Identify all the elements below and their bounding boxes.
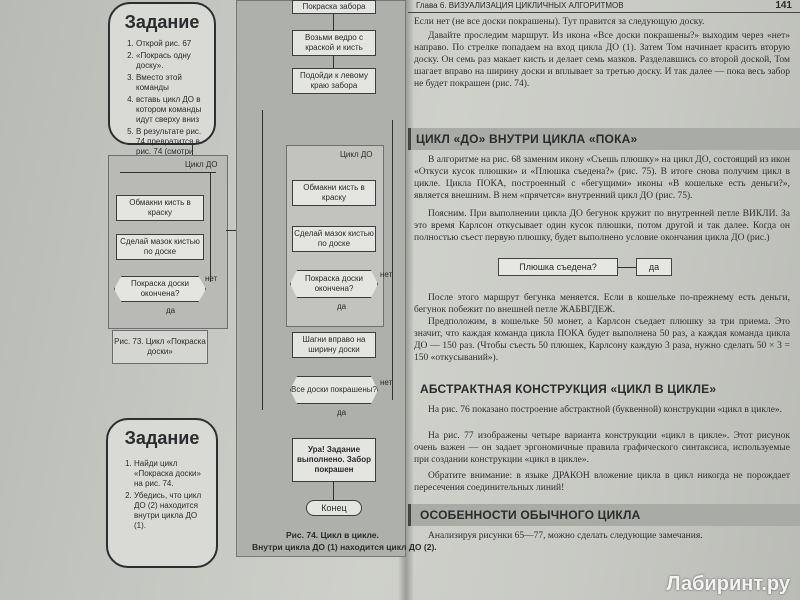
fig74-question-all: Все доски покрашены? [290, 376, 378, 404]
fig73-action-stroke: Сделай мазок кистью по доске [116, 234, 204, 260]
fig74-line [333, 482, 334, 500]
formula-answer: да [636, 258, 672, 276]
task-2-list: Найди цикл «Покраска доски» на рис. 74. … [134, 459, 208, 531]
fig74-action-approach: Подойди к левому краю забора [292, 68, 376, 94]
paragraph: Поясним. При выполнении цикла ДО бегунок… [414, 209, 790, 243]
fig74-line [333, 56, 334, 68]
fig73-question: Покраска доски окончена? [114, 276, 206, 302]
fig74-caption-2: Внутри цикла ДО (1) находится цикл ДО (2… [252, 542, 437, 552]
fig74-action-stroke: Сделай мазок кистью по доске [292, 226, 376, 252]
task-box-1: Задание Открой рис. 67 «Покрась одну дос… [108, 2, 216, 166]
fig74-line [333, 14, 334, 30]
paragraph: Давайте проследим маршрут. Из икона «Все… [414, 31, 790, 89]
fig73-cycle-label: Цикл ДО [185, 160, 218, 169]
paragraph: Обратите внимание: в языке ДРАКОН вложен… [414, 471, 790, 493]
section-bar [408, 128, 800, 150]
paragraph: После этого маршрут бегунка меняется. Ес… [414, 293, 790, 315]
fig74-outer-return-line [392, 120, 393, 400]
paragraph: Анализируя рисунки 65—77, можно сделать … [428, 531, 703, 541]
watermark-logo: Лабиринт.ру [666, 573, 790, 595]
section-heading-3: ОСОБЕННОСТИ ОБЫЧНОГО ЦИКЛА [420, 508, 641, 522]
formula-arrow [618, 267, 636, 268]
section-heading-1: ЦИКЛ «ДО» ВНУТРИ ЦИКЛА «ПОКА» [416, 132, 638, 146]
formula-question: Плюшка съедена? [498, 258, 618, 276]
task-2-item: Убедись, что цикл ДО (2) находится внутр… [134, 491, 208, 531]
fig74-outer-loop-line [262, 110, 263, 410]
task-1-title: Задание [124, 12, 200, 32]
task-1-item: вставь цикл ДО в котором команды идут св… [136, 95, 206, 125]
fig74-inner-label: Цикл ДО [340, 150, 373, 159]
paragraph: В алгоритме на рис. 68 заменим икону «Съ… [414, 155, 790, 201]
task-1-item: Открой рис. 67 [136, 39, 206, 49]
page-number: 141 [775, 0, 792, 11]
section-bar [408, 504, 800, 526]
fig74-question-board: Покраска доски окончена? [290, 270, 378, 298]
fig74-q1-no: нет [380, 270, 393, 279]
fig73-no-label: нет [205, 274, 218, 283]
page-header: Глава 6. ВИЗУАЛИЗАЦИЯ ЦИКЛИЧНЫХ АЛГОРИТМ… [408, 0, 800, 13]
fig74-q1-yes: да [337, 302, 347, 311]
chapter-title: Глава 6. ВИЗУАЛИЗАЦИЯ ЦИКЛИЧНЫХ АЛГОРИТМ… [416, 1, 624, 10]
fig74-action-done: Ура! Задание выполнено. Забор покрашен [292, 438, 376, 482]
section-heading-2: АБСТРАКТНАЯ КОНСТРУКЦИЯ «ЦИКЛ В ЦИКЛЕ» [420, 382, 717, 396]
arrow-line [192, 145, 193, 163]
task-2-item: Найди цикл «Покраска доски» на рис. 74. [134, 459, 208, 489]
task-2-title: Задание [124, 428, 200, 448]
task-1-list: Открой рис. 67 «Покрась одну доску». Вме… [136, 39, 206, 167]
fig74-q2-yes: да [337, 408, 347, 417]
task-1-item: Вместо этой команды [136, 73, 206, 93]
fig74-end: Конец [306, 500, 362, 516]
fig74-done-text: Ура! Задание выполнено. Забор покрашен [297, 445, 371, 474]
paragraph: Предположим, в кошельке 50 монет, а Карл… [414, 317, 790, 363]
task-1-item: «Покрась одну доску». [136, 51, 206, 71]
fig73-top-line [120, 172, 216, 173]
fig73-action-dip: Обмакни кисть в краску [116, 195, 204, 221]
paragraph: На рис. 77 изображены четыре варианта ко… [414, 431, 790, 465]
fig74-action-bucket: Возьми ведро с краской и кисть [292, 30, 376, 56]
task-box-2: Задание Найди цикл «Покраска доски» на р… [106, 418, 218, 568]
fig74-action-step: Шагни вправо на ширину доски [292, 332, 376, 358]
fig73-loop-line [210, 172, 211, 282]
paragraph: Если нет (не все доски покрашены). Тут п… [414, 17, 705, 27]
fig74-q2-no: нет [380, 378, 393, 387]
fig74-caption-1: Рис. 74. Цикл в цикле. [286, 530, 379, 540]
fig73-yes-label: да [166, 306, 176, 315]
paragraph: На рис. 76 показано построение абстрактн… [428, 405, 783, 415]
fig74-title: Покраска забора [292, 0, 376, 14]
fig74-action-dip: Обмакни кисть в краску [292, 180, 376, 206]
fig73-caption: Рис. 73. Цикл «Покраска доски» [112, 330, 208, 364]
